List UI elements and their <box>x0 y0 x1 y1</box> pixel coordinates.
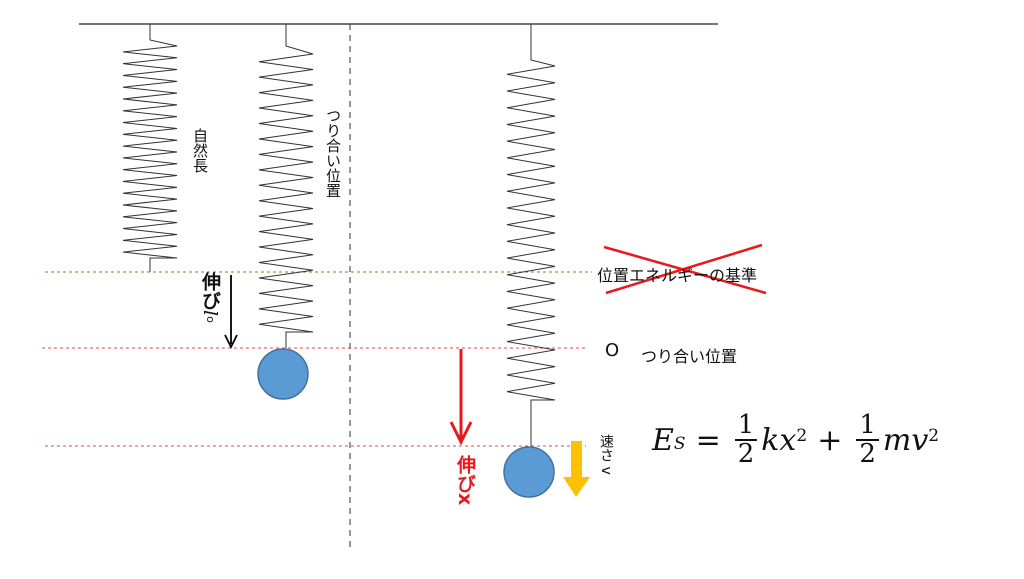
extension-l0-label: 伸びlo <box>197 272 224 323</box>
speed-text: 速さ <box>598 434 614 462</box>
formula-fraction-2-numerator: 1 <box>856 411 879 442</box>
extension-x-arrow <box>449 349 473 446</box>
origin-label: O <box>605 340 620 361</box>
formula-term-kx: kx <box>761 422 797 458</box>
extension-l0-subscript: o <box>204 316 217 323</box>
formula-plus: + <box>817 422 843 458</box>
extension-l0-prefix: 伸び <box>199 272 221 310</box>
mass-equilibrium <box>257 348 309 400</box>
equilibrium-horizontal-label: つり合い位置 <box>641 347 738 366</box>
cross-out-mark <box>603 243 767 295</box>
natural-length-label: 自然長 <box>191 128 209 173</box>
formula-fraction-1: 1 2 <box>734 411 758 470</box>
extension-l0-symbol: l <box>199 310 221 317</box>
extension-l0-arrow <box>224 275 238 350</box>
spring-extended <box>506 24 556 446</box>
formula-fraction-1-denominator: 2 <box>737 439 755 470</box>
formula-fraction-2: 1 2 <box>856 411 879 470</box>
formula-fraction-2-denominator: 2 <box>859 439 876 470</box>
formula-term-mv-exponent: 2 <box>928 426 940 447</box>
mass-extended <box>503 446 555 498</box>
spring-natural-length <box>122 24 178 272</box>
formula-E-subscript: S <box>673 434 686 455</box>
springs <box>122 24 556 446</box>
formula-term-mv: mv <box>882 422 929 458</box>
formula-term-kx-exponent: 2 <box>796 426 808 447</box>
formula-equals: = <box>695 422 721 458</box>
formula-E: E <box>652 422 674 458</box>
speed-symbol: v <box>598 466 614 475</box>
formula-fraction-1-numerator: 1 <box>734 411 758 442</box>
potential-reference-label: 位置エネルギーの基準 <box>597 266 758 285</box>
spring-equilibrium <box>258 24 314 348</box>
extension-x-label: 伸びx <box>454 455 476 506</box>
equilibrium-vertical-label: つり合い位置 <box>324 108 342 198</box>
speed-arrow <box>563 441 590 497</box>
speed-label: 速さ v <box>596 434 616 475</box>
